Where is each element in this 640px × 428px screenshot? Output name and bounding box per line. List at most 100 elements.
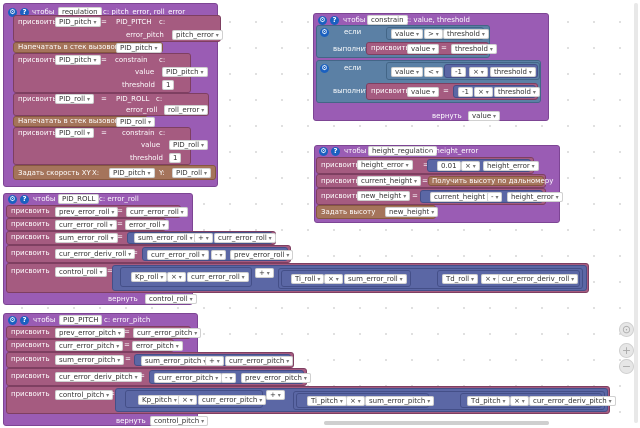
gear-icon[interactable]: ⚙ <box>8 316 17 325</box>
multiply-block[interactable]: -1 × threshold <box>444 64 538 78</box>
print-value[interactable]: PID_roll <box>116 117 155 127</box>
print-stack-block[interactable]: Напечатать в стек вызовов PID_roll <box>13 116 155 127</box>
gear-icon[interactable]: ⚙ <box>8 8 17 17</box>
variable-dropdown[interactable]: new_height <box>357 191 411 201</box>
math-operator[interactable]: × <box>167 272 186 282</box>
operand[interactable]: sum_error_pitch <box>365 396 435 406</box>
multiply-block[interactable]: 0.01 × height_error <box>427 159 539 172</box>
operand[interactable]: height_error <box>483 161 539 171</box>
compare-block[interactable]: value > threshold <box>386 27 489 40</box>
variable-dropdown[interactable]: cur_error_deriv_roll <box>55 249 136 259</box>
horizontal-scrollbar[interactable] <box>324 421 549 425</box>
set-prev-error-roll[interactable]: присвоить prev_error_roll = curr_error_r… <box>6 205 188 218</box>
assign-value[interactable]: threshold <box>451 44 497 54</box>
variable-dropdown[interactable]: sum_error_roll <box>55 233 118 243</box>
get-rangefinder-height-block[interactable]: Получить высоту по дальномеру <box>428 176 553 186</box>
print-value[interactable]: PID_pitch <box>116 43 162 53</box>
set-speed-xy-block[interactable]: Задать скорость XY X: PID_pitch Y: PID_r… <box>13 165 216 180</box>
operand[interactable]: curr_error_roll <box>214 233 276 243</box>
add-block[interactable]: sum_error_roll + curr_error_roll <box>127 232 276 244</box>
operand[interactable]: sum_error_roll <box>134 233 197 243</box>
variable-dropdown[interactable]: curr_error_roll <box>55 220 117 230</box>
operand[interactable]: prev_error_pitch <box>241 373 311 383</box>
arg-value[interactable]: pitch_error <box>172 30 223 40</box>
operand[interactable]: curr_error_roll <box>147 250 209 260</box>
variable-dropdown[interactable]: sum_error_pitch <box>55 355 125 365</box>
vertical-scrollbar[interactable] <box>634 3 638 423</box>
function-name-field[interactable]: constrain <box>367 15 408 25</box>
math-operator[interactable]: + <box>194 233 213 243</box>
return-value[interactable]: control_roll <box>145 294 197 304</box>
variable-dropdown[interactable]: value <box>407 44 440 54</box>
coefficient[interactable]: Ti_roll <box>291 274 325 284</box>
subtract-block[interactable]: current_height - height_error <box>420 190 563 203</box>
math-operator[interactable]: - <box>221 373 237 383</box>
operand[interactable]: threshold <box>494 87 540 97</box>
variable-dropdown[interactable]: prev_error_pitch <box>55 328 125 338</box>
assign-value[interactable]: error_roll <box>125 220 170 230</box>
operand[interactable]: cur_error_deriv_roll <box>498 274 579 284</box>
compare-left[interactable]: value <box>391 29 424 39</box>
variable-dropdown[interactable]: current_height <box>357 176 421 186</box>
add-block[interactable]: sum_error_pitch + curr_error_pitch <box>134 354 294 366</box>
return-value[interactable]: control_pitch <box>150 416 209 426</box>
set-pid-roll-block[interactable]: присвоить PID_roll = PID_ROLL c: error_r… <box>13 93 209 116</box>
math-operator[interactable]: + <box>266 390 285 400</box>
coefficient[interactable]: Kp_roll <box>131 272 168 282</box>
multiply-block[interactable]: Td_pitch × cur_error_deriv_pitch <box>460 393 616 408</box>
print-stack-block[interactable]: Напечатать в стек вызовов PID_pitch <box>13 42 163 53</box>
function-name-field[interactable]: PID_PITCH <box>59 315 103 325</box>
height-value[interactable]: new_height <box>385 207 439 217</box>
math-operator[interactable]: × <box>461 161 480 171</box>
math-operator[interactable]: × <box>346 396 365 406</box>
variable-dropdown[interactable]: cur_error_deriv_pitch <box>55 372 142 382</box>
multiply-block[interactable]: Td_roll × cur_error_deriv_roll <box>437 270 580 287</box>
compare-operator[interactable]: > <box>424 29 443 39</box>
coefficient[interactable]: Kp_pitch <box>138 395 181 405</box>
operand[interactable]: sum_error_pitch <box>141 356 211 366</box>
operand[interactable]: current_height <box>430 192 494 202</box>
operand[interactable]: sum_error_roll <box>344 274 407 284</box>
function-name-field[interactable]: height_regulation <box>368 146 438 156</box>
set-pid-pitch-block[interactable]: присвоить PID_pitch = PID_PITCH c: error… <box>13 15 223 42</box>
operand[interactable]: curr_error_roll <box>187 272 249 282</box>
zoom-reset-button[interactable]: ⊙ <box>619 322 634 337</box>
math-operator[interactable]: × <box>178 395 197 405</box>
help-icon[interactable]: ? <box>331 147 340 156</box>
assign-value[interactable]: curr_error_roll <box>126 207 188 217</box>
number-field[interactable]: -1 <box>451 67 466 77</box>
variable-dropdown[interactable]: curr_error_pitch <box>55 341 124 351</box>
variable-dropdown[interactable]: value <box>407 87 440 97</box>
operand[interactable]: threshold <box>490 67 536 77</box>
gear-icon[interactable]: ⚙ <box>319 147 328 156</box>
operand[interactable]: curr_error_pitch <box>198 395 267 405</box>
compare-operator[interactable]: < <box>424 67 443 77</box>
zoom-out-button[interactable]: − <box>619 359 634 374</box>
help-icon[interactable]: ? <box>20 195 29 204</box>
set-curr-error-roll[interactable]: присвоить curr_error_roll = error_roll <box>6 218 170 231</box>
multiply-block[interactable]: -1 × threshold <box>453 85 540 98</box>
math-operator[interactable]: - <box>211 250 227 260</box>
variable-dropdown[interactable]: PID_pitch <box>55 17 101 27</box>
gear-icon[interactable]: ⚙ <box>8 195 17 204</box>
math-operator[interactable]: × <box>510 396 529 406</box>
multiply-block[interactable]: Kp_pitch × curr_error_pitch <box>125 390 267 408</box>
coefficient[interactable]: Ti_pitch <box>307 396 347 406</box>
variable-dropdown[interactable]: PID_pitch <box>55 55 101 65</box>
operand[interactable]: curr_error_pitch <box>225 356 294 366</box>
coefficient[interactable]: Td_pitch <box>467 396 510 406</box>
set-pid-roll-constrain[interactable]: присвоить PID_roll = constrain с: value … <box>13 127 208 165</box>
help-icon[interactable]: ? <box>330 16 339 25</box>
math-operator[interactable]: × <box>324 274 343 284</box>
operand[interactable]: height_error <box>507 192 563 202</box>
operand[interactable]: curr_error_pitch <box>154 373 223 383</box>
help-icon[interactable]: ? <box>20 316 29 325</box>
gear-icon[interactable]: ⚙ <box>320 64 329 73</box>
variable-dropdown[interactable]: control_roll <box>55 267 107 277</box>
math-operator[interactable]: × <box>469 67 488 77</box>
set-value-block[interactable]: присвоить value = threshold <box>366 42 497 55</box>
set-pid-pitch-constrain[interactable]: присвоить PID_pitch = constrain с: value… <box>13 53 208 93</box>
variable-dropdown[interactable]: prev_error_roll <box>55 207 119 217</box>
function-name-field[interactable]: PID_ROLL <box>58 194 100 204</box>
